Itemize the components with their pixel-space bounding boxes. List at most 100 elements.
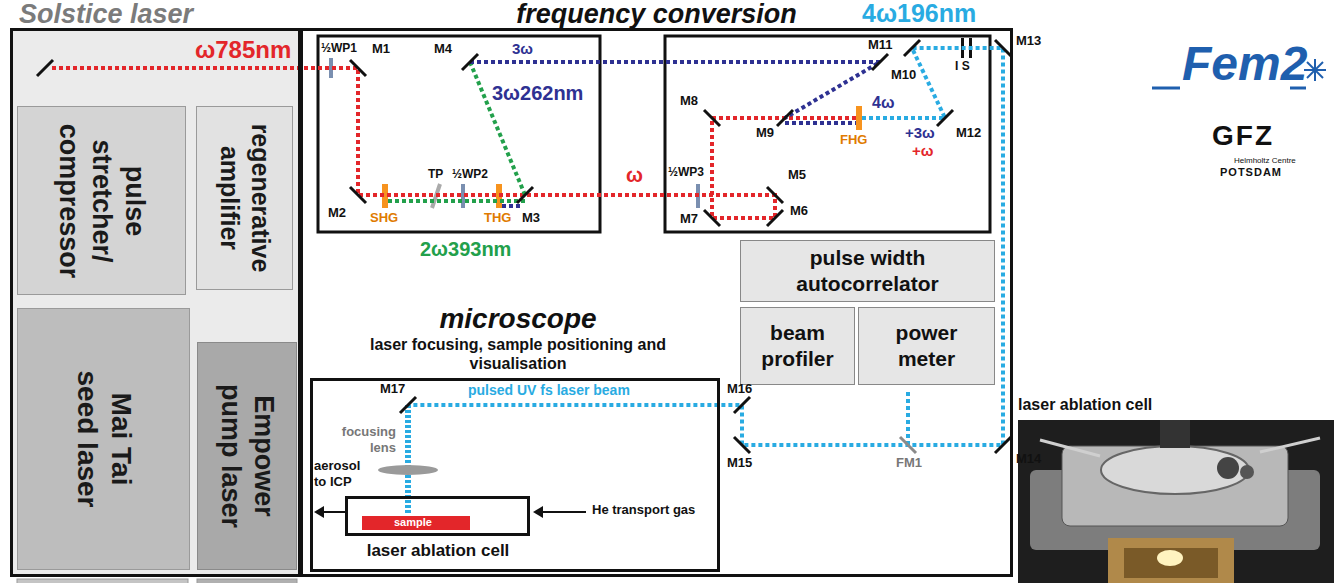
label-slot: ½WP3 xyxy=(668,166,704,180)
instrument-box: power meter xyxy=(858,307,995,385)
label-slot: focusing lens xyxy=(336,424,396,456)
gas-line xyxy=(541,511,586,513)
mirror-label: M3 xyxy=(522,211,540,226)
logo-text: GFZ xyxy=(1212,120,1274,152)
mirror xyxy=(462,54,478,70)
label-slot: ½WP1 xyxy=(321,42,357,56)
text-holder: laser ablation cell xyxy=(318,541,558,561)
harmonic-label: +3ω xyxy=(905,124,935,141)
text-holder: regenerative amplifier xyxy=(214,113,275,283)
mirror-label: M11 xyxy=(868,38,893,53)
section-heading: microscope xyxy=(348,303,688,335)
waveplate-label: ½WP1 xyxy=(321,42,357,56)
label-slot: 3ω xyxy=(512,40,533,57)
photo-hole xyxy=(1217,457,1239,479)
photo-cell-body xyxy=(1062,446,1288,526)
laser-module-box: Mai Tai seed laser xyxy=(17,308,190,570)
panel-heading: Solstice laser xyxy=(19,0,193,28)
wavelength-label: 3ω262nm xyxy=(492,82,583,105)
logo-text: POTSDAM xyxy=(1220,166,1282,179)
mirror-label: M5 xyxy=(788,168,806,183)
laser-module-box: regenerative amplifier xyxy=(196,106,293,290)
wavelength-label: ω785nm xyxy=(195,36,291,64)
mirror xyxy=(734,437,750,453)
label-slot: GFZ xyxy=(1212,120,1274,152)
label-slot: M13 xyxy=(1016,34,1041,49)
mirror xyxy=(872,54,888,70)
microscope-box: microscopelaser focusing, sample positio… xyxy=(310,378,720,572)
waveplate-label: ½WP3 xyxy=(668,166,704,180)
violet-beam xyxy=(470,62,880,118)
label-slot: M12 xyxy=(956,126,981,141)
label-slot: 4ω xyxy=(872,94,894,112)
violet-beam xyxy=(502,204,520,208)
label-slot: I S xyxy=(955,60,970,74)
laser-module-box: Empower pump laser xyxy=(197,342,297,570)
photo-tube xyxy=(1260,438,1320,452)
sample-bar xyxy=(362,516,470,530)
flip-mirror xyxy=(900,437,916,453)
laser-panel-ground xyxy=(10,28,300,577)
label-slot: +ω xyxy=(912,142,933,159)
harmonic-label: 3ω xyxy=(512,40,533,57)
label-slot: M6 xyxy=(790,204,808,219)
label-slot: M11 xyxy=(868,38,893,53)
mirror xyxy=(350,187,366,203)
label-slot: SHG xyxy=(370,211,398,226)
label-slot: +3ω xyxy=(905,124,935,141)
beam-paths xyxy=(52,48,1003,514)
photo-caption: laser ablation cell xyxy=(1018,395,1152,414)
mirror-label: M1 xyxy=(372,42,390,57)
conversion-panel: frequency conversionpulse width autocorr… xyxy=(300,28,1013,577)
label-slot: M5 xyxy=(788,168,806,183)
text-holder: microscopelaser focusing, sample positio… xyxy=(348,303,688,373)
photo-objective xyxy=(1160,420,1190,448)
logo-text: Helmholtz Centre xyxy=(1234,156,1296,166)
lens-label: focusing lens xyxy=(336,424,396,456)
crystal xyxy=(856,106,862,130)
plate-label: TP xyxy=(428,168,443,182)
mirror-label: M8 xyxy=(680,94,698,109)
green-beam xyxy=(388,199,525,203)
mirror-label: M10 xyxy=(891,68,916,83)
crystal-label: FHG xyxy=(840,133,867,148)
mirror-label: M14 xyxy=(1016,452,1041,467)
mirror-label: M16 xyxy=(727,382,752,397)
label-slot: 3ω262nm xyxy=(492,82,583,105)
mirror-label: M6 xyxy=(790,204,808,219)
mirror-label: M4 xyxy=(434,42,452,57)
mirror-label: M13 xyxy=(1016,34,1041,49)
label-slot: FM1 xyxy=(896,456,922,471)
mirror xyxy=(704,210,720,226)
uv-beam xyxy=(408,48,1003,445)
mirror xyxy=(995,40,1011,56)
gas-label: aerosol to ICP xyxy=(314,458,376,490)
text-holder: power meter xyxy=(859,308,994,384)
label-slot: sample xyxy=(394,516,432,529)
mirror-label: M9 xyxy=(756,126,774,141)
conversion-stage-frame xyxy=(318,36,600,232)
mirror xyxy=(767,210,783,226)
photo-window xyxy=(1101,446,1249,494)
label-slot: M3 xyxy=(522,211,540,226)
focusing-lens xyxy=(378,465,438,475)
mirror-label: FM1 xyxy=(896,456,922,471)
mirror xyxy=(400,397,416,413)
mirror xyxy=(517,187,533,203)
photo-brass-slot xyxy=(1124,548,1218,578)
label-slot: M2 xyxy=(328,206,346,221)
wavelength-label: 4ω196nm xyxy=(862,0,976,26)
photo-hole xyxy=(1240,465,1254,479)
harmonic-label: 4ω xyxy=(872,94,894,112)
label-slot: M15 xyxy=(727,456,752,471)
conversion-stage-frame xyxy=(665,36,990,232)
label-slot: He transport gas xyxy=(592,503,695,518)
label-slot: M4 xyxy=(434,42,452,57)
label-slot: ½WP2 xyxy=(452,168,488,182)
text-holder: Empower pump laser xyxy=(214,381,280,531)
label-slot: ω785nm xyxy=(195,36,291,64)
label-slot: 4ω196nm xyxy=(862,0,976,26)
module-label: regenerative amplifier xyxy=(214,113,275,283)
uv-beam xyxy=(906,389,910,445)
